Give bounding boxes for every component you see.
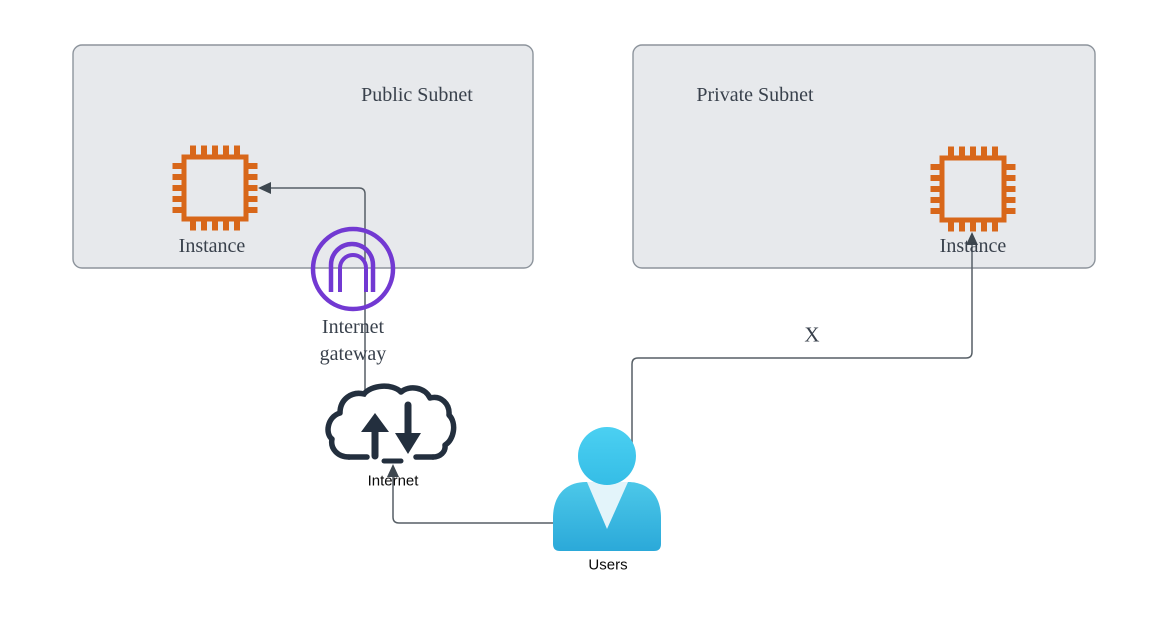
arrowhead-to-internet: [387, 464, 399, 477]
arrowhead-to-private-instance: [966, 232, 978, 245]
blocked-path-marker: X: [804, 322, 820, 347]
internet-gateway-icon: [310, 226, 396, 312]
edge-users-to-private-instance-blocked: [631, 232, 978, 466]
edge-users-to-internet: [387, 464, 553, 524]
private-instance-icon: [930, 146, 1016, 232]
arrowhead-to-public-instance: [258, 182, 271, 194]
internet-gateway-label: Internet gateway: [319, 316, 387, 365]
public-instance-icon: [172, 145, 258, 231]
internet-cloud-icon: [325, 383, 457, 464]
public-subnet-box: [72, 44, 534, 269]
cloud-down-arrow: [395, 401, 421, 454]
cloud-up-arrow: [361, 413, 389, 460]
public-instance-label: Instance: [178, 235, 246, 257]
private-subnet-label: Private Subnet: [696, 84, 814, 106]
private-instance-label: Instance: [939, 235, 1007, 257]
users-icon: [553, 427, 661, 551]
private-subnet-box: [632, 44, 1096, 269]
public-subnet-label: Public Subnet: [361, 84, 473, 106]
users-label: Users: [588, 556, 628, 574]
internet-label: Internet: [367, 472, 419, 490]
users-head: [578, 427, 636, 485]
edge-internet-to-public-instance: [258, 182, 366, 397]
users-collar: [587, 482, 628, 529]
